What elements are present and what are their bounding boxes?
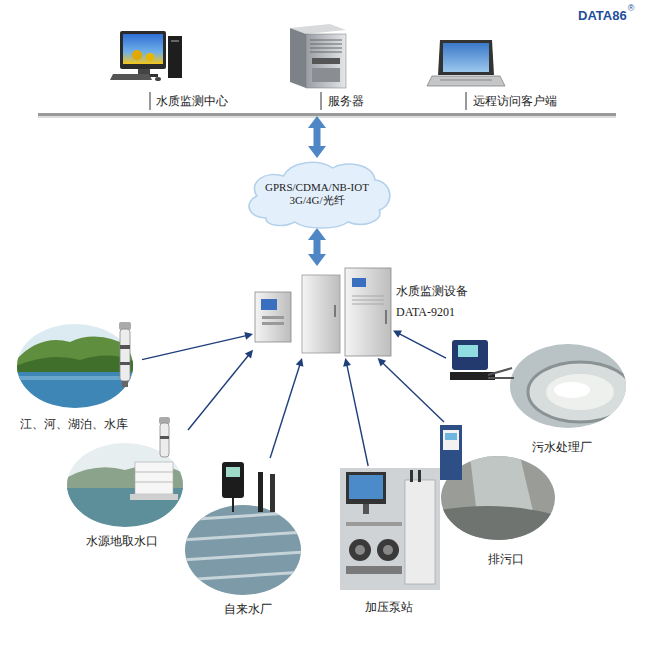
water-plant-photo [183,462,305,597]
pump-station: 加压泵站 [338,466,442,592]
arrow-head [244,332,253,340]
connector-line [188,355,249,430]
arrow-head [308,116,326,128]
water-intake-photo [66,417,186,528]
river-source: 江、河、湖泊、水库 [16,320,142,412]
node-label: 水源地取水口 [86,533,158,549]
model-number: DATA-9201 [396,304,455,320]
data-arrow [142,332,253,360]
double-arrow [308,116,326,158]
river-photo [16,322,136,412]
cabinet-illustration [255,268,391,356]
water-plant: 自来水厂 [184,458,302,596]
node-label: 加压泵站 [365,599,413,615]
connector-line [314,126,321,148]
water-intake: 水源地取水口 [64,416,188,528]
network-label: GPRS/CDMA/NB-IOT 3G/4G/光纤 [258,181,376,207]
arrow-head [378,358,387,366]
arrow-head [343,358,351,367]
cloud-outline [249,162,390,228]
arrow-head [308,254,326,266]
node-label: 排污口 [488,551,524,567]
laptop-icon [427,40,505,86]
connector-line [399,334,446,359]
device-name: 水质监测设备 [396,283,468,299]
node-label: 远程访问客户端 [473,93,557,109]
data-arrow [343,358,368,466]
data-arrow [188,350,253,430]
node-label: 水质监测中心 [156,93,228,109]
separator [150,92,466,110]
connector-line [313,238,320,256]
arrow-head [393,330,402,337]
sewage-plant: 污水处理厂 [446,338,628,430]
brand-logo: DATA86 [578,8,627,23]
registered-mark: ® [628,3,635,13]
arrow-head [296,358,304,367]
pump-station-photo [340,468,440,590]
remote-client: 远程访问客户端 [425,36,575,116]
desktop-computer-icon [110,31,182,81]
node-label: 污水处理厂 [532,439,592,455]
data-arrow [378,358,444,422]
sewage-plant-photo [450,340,632,429]
connector-line [270,364,300,458]
connector-line [382,363,444,422]
data-arrow [270,358,303,458]
node-label: 江、河、湖泊、水库 [20,416,128,432]
data-arrow [393,330,446,358]
server: 服务器 [280,26,380,116]
network-cloud: GPRS/CDMA/NB-IOT 3G/4G/光纤 [239,158,395,228]
connector-line [347,365,368,466]
monitoring-equipment: 水质监测设备DATA-9201 [253,266,393,358]
double-arrow [308,228,326,266]
node-label: 服务器 [328,93,364,109]
monitoring-center: 水质监测中心 [108,26,240,114]
network-bus [38,113,616,118]
arrow-head [308,228,326,240]
connector-line [142,336,246,360]
arrow-head [308,146,326,158]
server-icon [290,24,346,88]
arrow-head [245,350,253,359]
node-label: 自来水厂 [224,601,272,617]
